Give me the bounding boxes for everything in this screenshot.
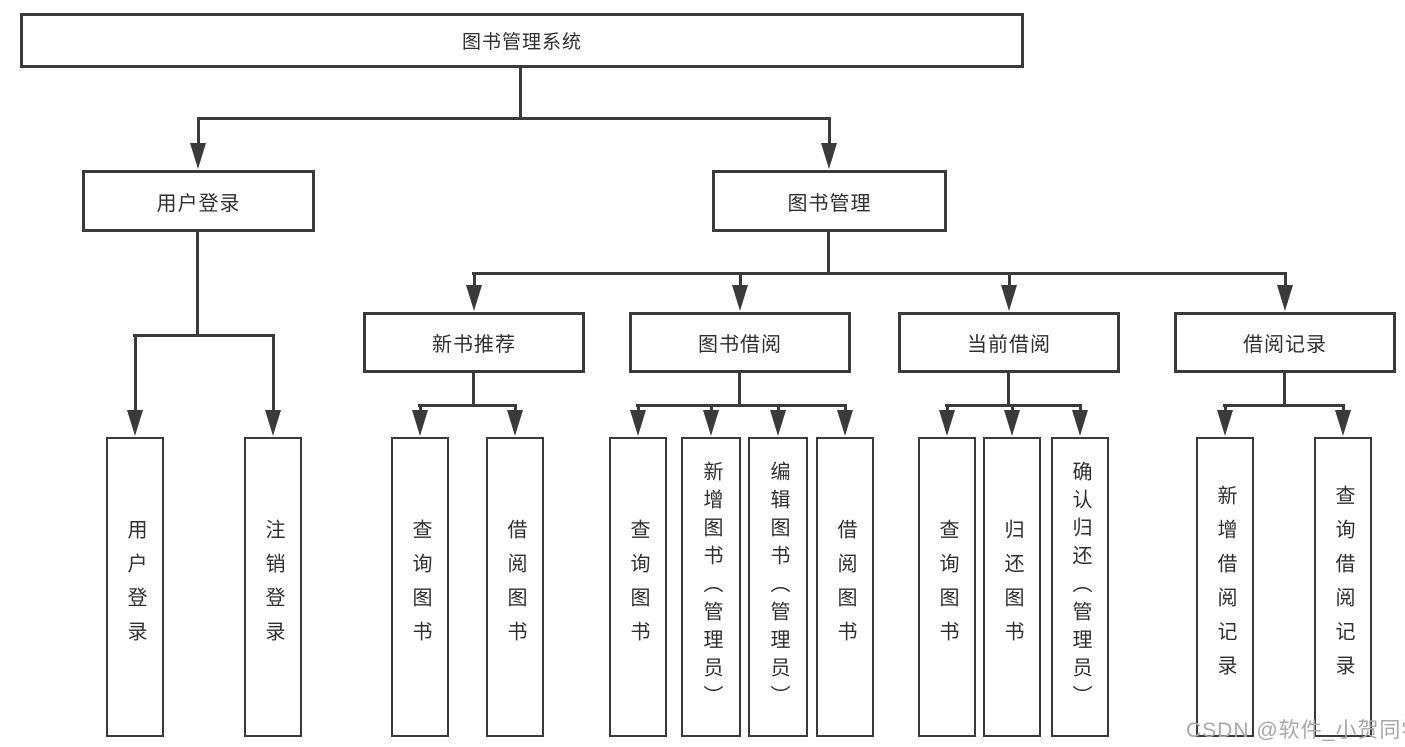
- leaf-query-books-current: 查询图书: [918, 437, 976, 737]
- node-label: 图书借阅: [698, 334, 782, 356]
- arrow-head-icon: [821, 143, 837, 169]
- leaf-add-book-admin: 新增图书（管理员）: [681, 437, 741, 737]
- leaf-label: 编辑图书（管理员）: [767, 461, 789, 713]
- arrow-head-icon: [770, 410, 786, 436]
- arrow-head-icon: [127, 410, 143, 436]
- leaf-borrow-books-recommend: 借阅图书: [486, 437, 544, 737]
- arrow-stem: [419, 404, 422, 412]
- arrow-stem: [710, 404, 713, 412]
- arrow-stem: [1011, 404, 1014, 412]
- leaf-query-books-borrow: 查询图书: [609, 437, 667, 737]
- connector-hline: [133, 334, 274, 337]
- arrow-stem: [134, 334, 137, 412]
- leaf-borrow-books: 借阅图书: [816, 437, 874, 737]
- arrow-stem: [473, 272, 476, 287]
- arrow-head-icon: [1072, 410, 1088, 436]
- arrow-stem: [1284, 272, 1287, 287]
- arrow-stem: [1342, 404, 1345, 412]
- arrow-stem: [777, 404, 780, 412]
- arrow-stem: [1224, 404, 1227, 412]
- connector-vline: [738, 373, 741, 407]
- leaf-edit-book-admin: 编辑图书（管理员）: [748, 437, 808, 737]
- connector-hline: [418, 404, 516, 407]
- leaf-query-books-recommend: 查询图书: [391, 437, 449, 737]
- arrow-stem: [272, 334, 275, 412]
- arrow-head-icon: [466, 285, 482, 311]
- arrow-head-icon: [630, 410, 646, 436]
- watermark: CSDN @软件_小贺同学: [1186, 719, 1405, 742]
- arrow-stem: [514, 404, 517, 412]
- connector-vline: [1007, 373, 1010, 407]
- leaf-return-books: 归还图书: [983, 437, 1041, 737]
- node-new-book-recommendation: 新书推荐: [363, 312, 585, 373]
- node-label: 新书推荐: [432, 334, 516, 356]
- node-label: 图书管理: [787, 192, 872, 215]
- connector-vline: [472, 373, 475, 407]
- connector-vline: [519, 68, 522, 120]
- arrow-head-icon: [703, 410, 719, 436]
- arrow-stem: [946, 404, 949, 412]
- arrow-head-icon: [507, 410, 523, 436]
- node-book-borrowing: 图书借阅: [629, 312, 851, 373]
- connector-hline: [197, 117, 831, 120]
- node-label: 图书管理系统: [461, 32, 582, 53]
- leaf-label: 借阅图书: [834, 519, 856, 655]
- leaf-label: 新增图书（管理员）: [700, 461, 722, 713]
- leaf-label: 查询借阅记录: [1332, 485, 1354, 689]
- arrow-stem: [739, 272, 742, 287]
- arrow-stem: [1008, 272, 1011, 287]
- leaf-query-borrow-record: 查询借阅记录: [1314, 437, 1372, 737]
- leaf-label: 确认归还（管理员）: [1069, 461, 1091, 713]
- arrow-head-icon: [1004, 410, 1020, 436]
- arrow-head-icon: [265, 410, 281, 436]
- node-library-management-system: 图书管理系统: [20, 13, 1024, 68]
- arrow-head-icon: [190, 143, 206, 169]
- arrow-stem: [844, 404, 847, 412]
- node-current-borrowing: 当前借阅: [898, 312, 1120, 373]
- connector-hline: [472, 272, 1287, 275]
- connector-hline: [1223, 404, 1345, 407]
- leaf-confirm-return-admin: 确认归还（管理员）: [1051, 437, 1109, 737]
- node-label: 用户登录: [156, 192, 241, 215]
- arrow-stem: [637, 404, 640, 412]
- leaf-label: 查询图书: [409, 519, 431, 655]
- leaf-label: 查询图书: [936, 519, 958, 655]
- leaf-label: 查询图书: [627, 519, 649, 655]
- arrow-stem: [197, 117, 200, 145]
- node-user-login: 用户登录: [82, 170, 315, 232]
- node-book-management: 图书管理: [712, 170, 947, 232]
- leaf-label: 注销登录: [262, 519, 284, 655]
- connector-vline: [1283, 373, 1286, 407]
- arrow-head-icon: [732, 285, 748, 311]
- arrow-head-icon: [412, 410, 428, 436]
- arrow-head-icon: [1217, 410, 1233, 436]
- connector-vline: [196, 232, 199, 337]
- leaf-label: 新增借阅记录: [1214, 485, 1236, 689]
- leaf-logout: 注销登录: [244, 437, 302, 737]
- connector-vline: [827, 232, 830, 275]
- arrow-head-icon: [1001, 285, 1017, 311]
- leaf-user-login: 用户登录: [106, 437, 164, 737]
- leaf-label: 归还图书: [1001, 519, 1023, 655]
- leaf-label: 借阅图书: [504, 519, 526, 655]
- node-label: 当前借阅: [967, 334, 1051, 356]
- leaf-label: 用户登录: [124, 519, 146, 655]
- arrow-head-icon: [939, 410, 955, 436]
- arrow-stem: [828, 117, 831, 145]
- arrow-head-icon: [1335, 410, 1351, 436]
- arrow-head-icon: [1277, 285, 1293, 311]
- node-label: 借阅记录: [1243, 334, 1327, 356]
- connector-hline: [636, 404, 846, 407]
- leaf-add-borrow-record: 新增借阅记录: [1196, 437, 1254, 737]
- arrow-stem: [1079, 404, 1082, 412]
- node-borrowing-records: 借阅记录: [1174, 312, 1396, 373]
- arrow-head-icon: [837, 410, 853, 436]
